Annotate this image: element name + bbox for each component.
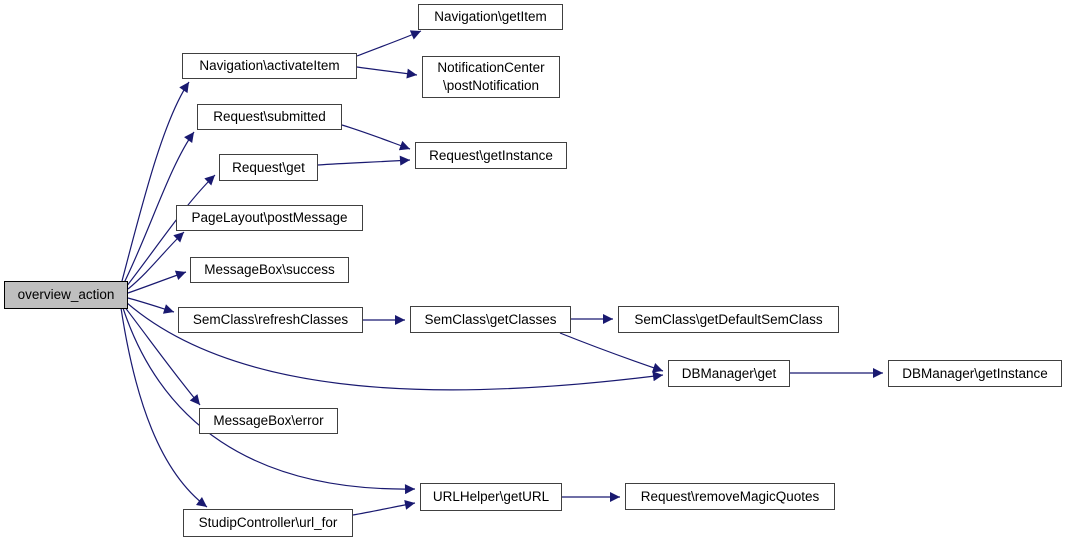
edge-req_get-to-req_getInstance — [317, 155, 411, 166]
edge-overview_action-to-studip_url_for — [120, 307, 208, 508]
node-label: URLHelper\getURL — [432, 489, 550, 505]
node-nav_activateItem[interactable]: Navigation\activateItem — [182, 53, 357, 79]
node-semclass_getClasses[interactable]: SemClass\getClasses — [410, 306, 571, 333]
edge-nav_activateItem-to-nav_getItem — [356, 30, 422, 57]
node-urlhelper_getURL[interactable]: URLHelper\getURL — [420, 483, 562, 511]
node-label: Navigation\getItem — [434, 9, 547, 25]
node-notif_postNotification[interactable]: NotificationCenter \postNotification — [422, 56, 560, 98]
node-label: SemClass\getDefaultSemClass — [634, 311, 823, 327]
node-semclass_refreshClasses[interactable]: SemClass\refreshClasses — [178, 307, 363, 333]
node-req_submitted[interactable]: Request\submitted — [197, 104, 342, 130]
node-label: PageLayout\postMessage — [191, 210, 348, 226]
edge-overview_action-to-pagelayout_postMessage — [127, 231, 185, 290]
node-req_getInstance[interactable]: Request\getInstance — [415, 142, 567, 169]
node-dbmanager_getInstance[interactable]: DBManager\getInstance — [888, 360, 1062, 387]
edge-nav_activateItem-to-notif_postNotification — [356, 66, 418, 79]
edge-overview_action-to-msgbox_success — [127, 270, 187, 294]
node-pagelayout_postMessage[interactable]: PageLayout\postMessage — [176, 205, 363, 231]
node-label: MessageBox\success — [204, 262, 335, 278]
node-label: Request\get — [232, 159, 305, 175]
node-label: overview_action — [17, 287, 115, 303]
node-msgbox_error[interactable]: MessageBox\error — [199, 408, 338, 434]
edge-overview_action-to-dbmanager_get — [126, 302, 664, 391]
node-label: Request\submitted — [213, 109, 326, 125]
edge-overview_action-to-req_submitted — [123, 131, 195, 284]
node-label: Request\getInstance — [429, 147, 553, 163]
node-overview_action[interactable]: overview_action — [4, 281, 128, 309]
node-studip_url_for[interactable]: StudipController\url_for — [183, 509, 353, 537]
edge-overview_action-to-msgbox_error — [123, 305, 201, 406]
node-req_get[interactable]: Request\get — [219, 154, 318, 181]
node-semclass_getDefaultSemClass[interactable]: SemClass\getDefaultSemClass — [618, 306, 839, 333]
node-label: SemClass\getClasses — [424, 311, 557, 327]
node-label: DBManager\get — [681, 365, 777, 381]
edge-semclass_getClasses-to-dbmanager_get — [559, 332, 664, 373]
edge-studip_url_for-to-urlhelper_getURL — [352, 499, 416, 516]
node-dbmanager_get[interactable]: DBManager\get — [668, 360, 790, 387]
node-label: SemClass\refreshClasses — [192, 312, 349, 328]
node-msgbox_success[interactable]: MessageBox\success — [190, 257, 349, 283]
node-label: DBManager\getInstance — [902, 365, 1048, 381]
node-label: NotificationCenter — [437, 60, 545, 76]
edge-overview_action-to-semclass_refreshClasses — [127, 297, 175, 314]
node-nav_getItem[interactable]: Navigation\getItem — [418, 4, 563, 30]
edge-overview_action-to-req_get — [125, 174, 216, 288]
node-label: StudipController\url_for — [198, 515, 338, 531]
edge-overview_action-to-urlhelper_getURL — [122, 307, 416, 495]
node-req_removeMagicQuotes[interactable]: Request\removeMagicQuotes — [625, 483, 835, 510]
node-label: Navigation\activateItem — [199, 58, 340, 74]
node-label: MessageBox\error — [213, 413, 324, 429]
node-label: \postNotification — [442, 78, 540, 93]
edge-overview_action-to-nav_activateItem — [121, 81, 190, 282]
edge-req_submitted-to-req_getInstance — [341, 124, 411, 151]
node-label: Request\removeMagicQuotes — [640, 488, 820, 504]
